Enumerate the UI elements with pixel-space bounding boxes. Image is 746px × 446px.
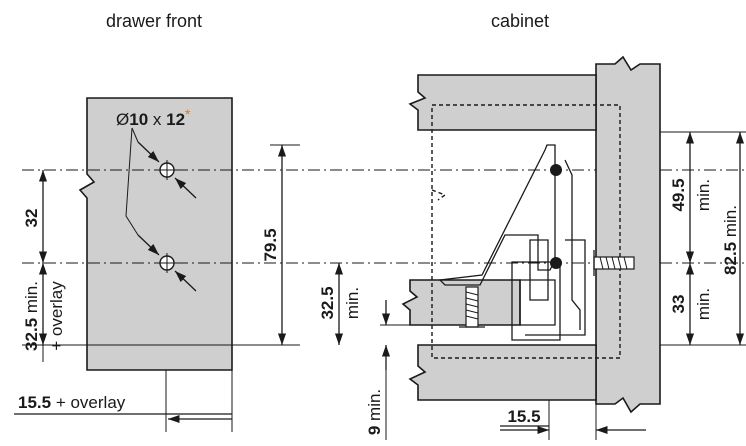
drawer-screw-icon: [459, 286, 485, 328]
cabinet-screw-icon: [593, 250, 635, 276]
cabinet-title: cabinet: [491, 11, 549, 31]
drawer-front-panel: [78, 97, 233, 371]
upper-drill-hole: [137, 141, 197, 199]
upper-dim-suffix: min.: [694, 179, 713, 211]
bottom-dim-suffix: min.: [343, 287, 362, 319]
total-height-value: 79.5: [261, 228, 280, 261]
drill-spec-leader: [125, 127, 139, 236]
drawer-side-panel: [401, 279, 521, 326]
side-dim-label: 15.5 + overlay: [18, 393, 126, 412]
bottom-gap-label: 9 min.: [365, 389, 384, 435]
lower-dim-suffix: min.: [694, 288, 713, 320]
runner-outline: [431, 104, 621, 359]
drawer-front-title: drawer front: [106, 11, 202, 31]
setback-value: 15.5: [507, 407, 540, 426]
upper-dim-value: 49.5: [669, 178, 688, 211]
cabinet-bottom-panel: [408, 344, 597, 401]
lower-drill-hole: [137, 234, 197, 292]
bottom-dim-value: 32.5: [318, 286, 337, 319]
upper-pivot-dot: [550, 164, 562, 176]
lower-hole-overlay-label: + overlay: [47, 281, 66, 351]
hole-spacing-value: 32: [22, 209, 41, 228]
lower-pivot-dot: [550, 257, 562, 269]
total-right-dim-label: 82.5 min.: [721, 205, 740, 275]
cabinet-top-panel: [408, 74, 597, 131]
lower-hole-dim-label: 32.5 min.: [22, 281, 41, 351]
cabinet-side-wall: [595, 55, 661, 414]
drill-spec-label: Ø10 x 12*: [116, 106, 191, 129]
lower-dim-value: 33: [669, 295, 688, 314]
